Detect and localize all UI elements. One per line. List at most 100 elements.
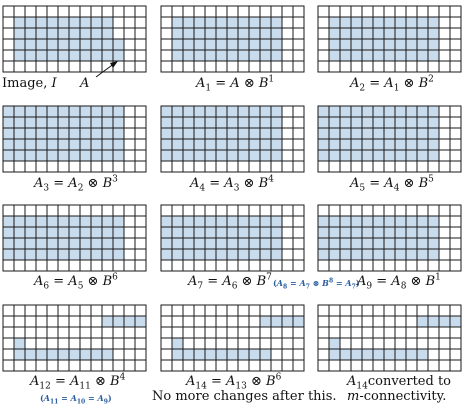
- shaded-cell: [384, 238, 395, 249]
- shaded-cell: [406, 227, 417, 238]
- shaded-cell: [205, 216, 216, 227]
- shaded-cell: [194, 238, 205, 249]
- shaded-cell: [340, 28, 351, 39]
- shaded-cell: [428, 316, 439, 327]
- shaded-cell: [417, 238, 428, 249]
- shaded-cell: [69, 106, 80, 117]
- shaded-cell: [271, 128, 282, 139]
- shaded-cell: [69, 128, 80, 139]
- shaded-cell: [172, 28, 183, 39]
- shaded-cell: [249, 139, 260, 150]
- shaded-cell: [58, 117, 69, 128]
- shaded-cell: [194, 150, 205, 161]
- shaded-cell: [3, 106, 14, 117]
- shaded-cell: [216, 17, 227, 28]
- shaded-cell: [395, 106, 406, 117]
- shaded-cell: [329, 150, 340, 161]
- shaded-cell: [25, 50, 36, 61]
- shaded-cell: [58, 50, 69, 61]
- shaded-cell: [205, 106, 216, 117]
- shaded-cell: [102, 150, 113, 161]
- shaded-cell: [384, 28, 395, 39]
- grid-a3: [2, 105, 147, 173]
- shaded-cell: [227, 349, 238, 360]
- shaded-cell: [58, 227, 69, 238]
- shaded-cell: [216, 349, 227, 360]
- caption-image: Image, I: [2, 76, 57, 91]
- shaded-cell: [293, 316, 304, 327]
- shaded-cell: [373, 150, 384, 161]
- shaded-cell: [216, 150, 227, 161]
- shaded-cell: [172, 106, 183, 117]
- shaded-cell: [318, 249, 329, 260]
- shaded-cell: [384, 150, 395, 161]
- shaded-cell: [329, 338, 340, 349]
- shaded-cell: [14, 227, 25, 238]
- shaded-cell: [340, 216, 351, 227]
- shaded-cell: [395, 249, 406, 260]
- shaded-cell: [238, 216, 249, 227]
- shaded-cell: [428, 39, 439, 50]
- shaded-cell: [238, 50, 249, 61]
- shaded-cell: [58, 28, 69, 39]
- shaded-cell: [102, 39, 113, 50]
- grid-frame: [2, 304, 147, 372]
- a-pointer-arrow: [95, 61, 118, 78]
- shaded-cell: [14, 39, 25, 50]
- shaded-cell: [183, 39, 194, 50]
- shaded-cell: [318, 106, 329, 117]
- shaded-cell: [362, 128, 373, 139]
- shaded-cell: [238, 106, 249, 117]
- shaded-cell: [351, 139, 362, 150]
- shaded-cell: [260, 238, 271, 249]
- shaded-cell: [384, 50, 395, 61]
- shaded-cell: [238, 139, 249, 150]
- shaded-cell: [395, 150, 406, 161]
- shaded-cell: [102, 117, 113, 128]
- grid-frame: [160, 204, 305, 272]
- shaded-cell: [69, 216, 80, 227]
- shaded-cell: [318, 139, 329, 150]
- shaded-cell: [91, 150, 102, 161]
- shaded-cell: [183, 349, 194, 360]
- shaded-cell: [384, 39, 395, 50]
- shaded-cell: [3, 150, 14, 161]
- shaded-cell: [362, 28, 373, 39]
- shaded-cell: [47, 249, 58, 260]
- shaded-cell: [216, 216, 227, 227]
- shaded-cell: [36, 238, 47, 249]
- shaded-cell: [395, 349, 406, 360]
- shaded-cell: [282, 316, 293, 327]
- caption-a9: A9 = A8 ⊗ B1: [357, 272, 441, 292]
- shaded-cell: [373, 117, 384, 128]
- shaded-cell: [216, 106, 227, 117]
- grid-frame: [2, 204, 147, 272]
- shaded-cell: [428, 128, 439, 139]
- note-a8: (A8 = A7 ⊗ B8 = A7): [273, 277, 360, 291]
- shaded-cell: [362, 150, 373, 161]
- shaded-cell: [80, 50, 91, 61]
- shaded-cell: [318, 238, 329, 249]
- shaded-cell: [102, 249, 113, 260]
- shaded-cell: [135, 316, 146, 327]
- shaded-cell: [205, 117, 216, 128]
- shaded-cell: [362, 227, 373, 238]
- shaded-cell: [36, 249, 47, 260]
- shaded-cell: [351, 227, 362, 238]
- shaded-cell: [58, 349, 69, 360]
- shaded-cell: [428, 216, 439, 227]
- shaded-cell: [351, 106, 362, 117]
- shaded-cell: [417, 106, 428, 117]
- shaded-cell: [384, 106, 395, 117]
- shaded-cell: [417, 249, 428, 260]
- shaded-cell: [417, 349, 428, 360]
- shaded-cell: [102, 106, 113, 117]
- shaded-cell: [205, 39, 216, 50]
- shaded-cell: [161, 128, 172, 139]
- shaded-cell: [318, 150, 329, 161]
- shaded-cell: [329, 117, 340, 128]
- shaded-cell: [417, 316, 428, 327]
- shaded-cell: [69, 39, 80, 50]
- shaded-cell: [69, 17, 80, 28]
- shaded-cell: [406, 50, 417, 61]
